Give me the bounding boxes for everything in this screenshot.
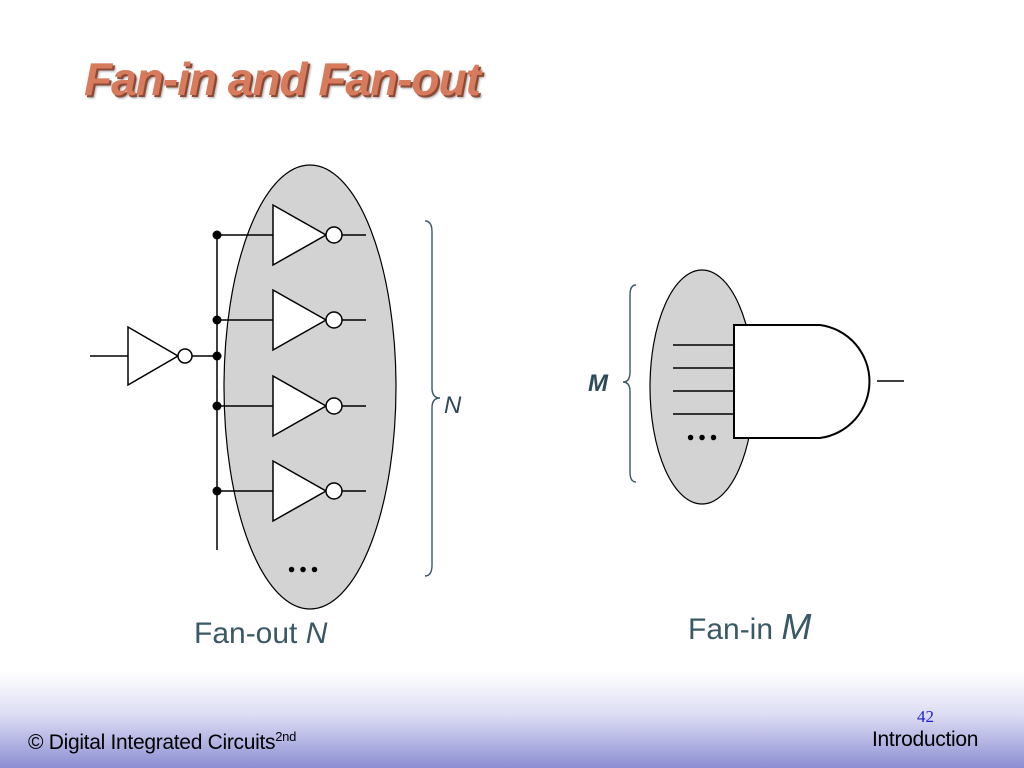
brace-m-label: M <box>588 370 608 397</box>
footer-band: © Digital Integrated Circuits2nd 42 Intr… <box>0 672 1024 768</box>
and-gate <box>733 324 871 439</box>
fan-diagram: … … <box>90 164 904 610</box>
load-inverter-1 <box>217 203 366 267</box>
footer-copyright-text: © Digital Integrated Circuits <box>28 731 276 754</box>
footer-edition: 2nd <box>275 729 297 744</box>
fanout-caption: Fan-out N <box>194 617 327 651</box>
load-inverter-4 <box>217 459 366 523</box>
load-inverter-2 <box>217 288 366 352</box>
fanin-ellipsis: … <box>685 411 719 448</box>
fanout-caption-var: N <box>305 617 328 650</box>
slide-title: Fan-in and Fan-out <box>84 53 481 105</box>
junction-dots <box>212 230 222 496</box>
fanin-inputs <box>673 344 734 415</box>
fanin-caption: Fan-in M <box>688 606 811 648</box>
fanout-group: … <box>90 164 441 610</box>
brace-n-label: N <box>444 392 462 419</box>
fanout-ellipsis: … <box>286 543 320 580</box>
footer-section: Introduction <box>872 728 979 751</box>
fanin-caption-var: M <box>781 606 812 647</box>
driver-inverter <box>90 325 217 387</box>
brace-m <box>622 284 637 483</box>
fanout-ellipse <box>223 164 397 610</box>
fanout-caption-prefix: Fan-out <box>194 617 306 650</box>
footer-copyright: © Digital Integrated Circuits2nd <box>28 729 296 755</box>
brace-n <box>424 220 441 577</box>
page-number: 42 <box>917 707 934 726</box>
load-inverter-3 <box>217 374 366 438</box>
fanin-group: … <box>622 269 904 505</box>
fanin-caption-prefix: Fan-in <box>688 613 782 646</box>
